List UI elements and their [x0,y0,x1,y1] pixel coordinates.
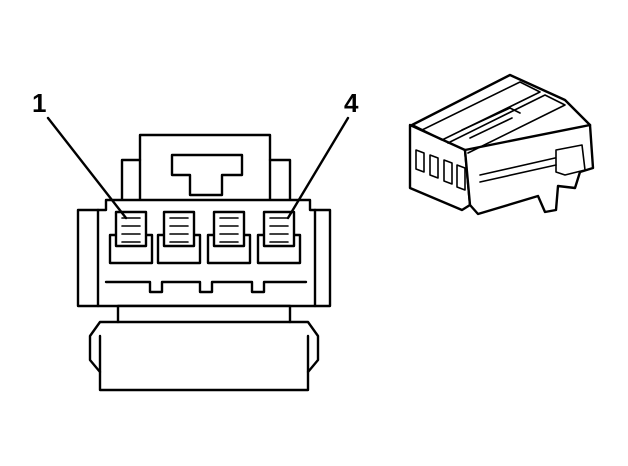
iso-front-slot-3 [443,159,453,185]
top-latch-inner [138,158,272,202]
lower-shroud-inner [98,320,310,374]
terminal-3 [206,210,252,265]
callout-1-leader [46,116,128,220]
iso-front-slot-1 [415,149,425,173]
terminal-4 [256,210,302,265]
iso-front-face [408,123,472,212]
callout-1-label: 1 [32,88,46,118]
callout-4-leader [286,116,350,220]
iso-front-slot-4 [456,164,466,191]
iso-top-slot [461,107,521,139]
iso-front-slot-2 [429,154,439,179]
connector-front-view [76,133,332,392]
top-latch-housing [120,133,292,202]
connector-isometric-view [408,73,595,216]
iso-right-face [463,123,595,216]
callout-4-label: 4 [344,88,359,118]
iso-top-rib-1 [421,81,541,141]
lower-shroud [88,304,320,392]
body-bottom-ridge [104,280,308,294]
terminal-1 [108,210,154,265]
terminal-2 [156,210,202,265]
iso-side-stripe [479,157,557,183]
top-latch-tab [170,153,244,197]
iso-top-rib-2 [447,94,566,154]
iso-side-latch [555,144,586,176]
